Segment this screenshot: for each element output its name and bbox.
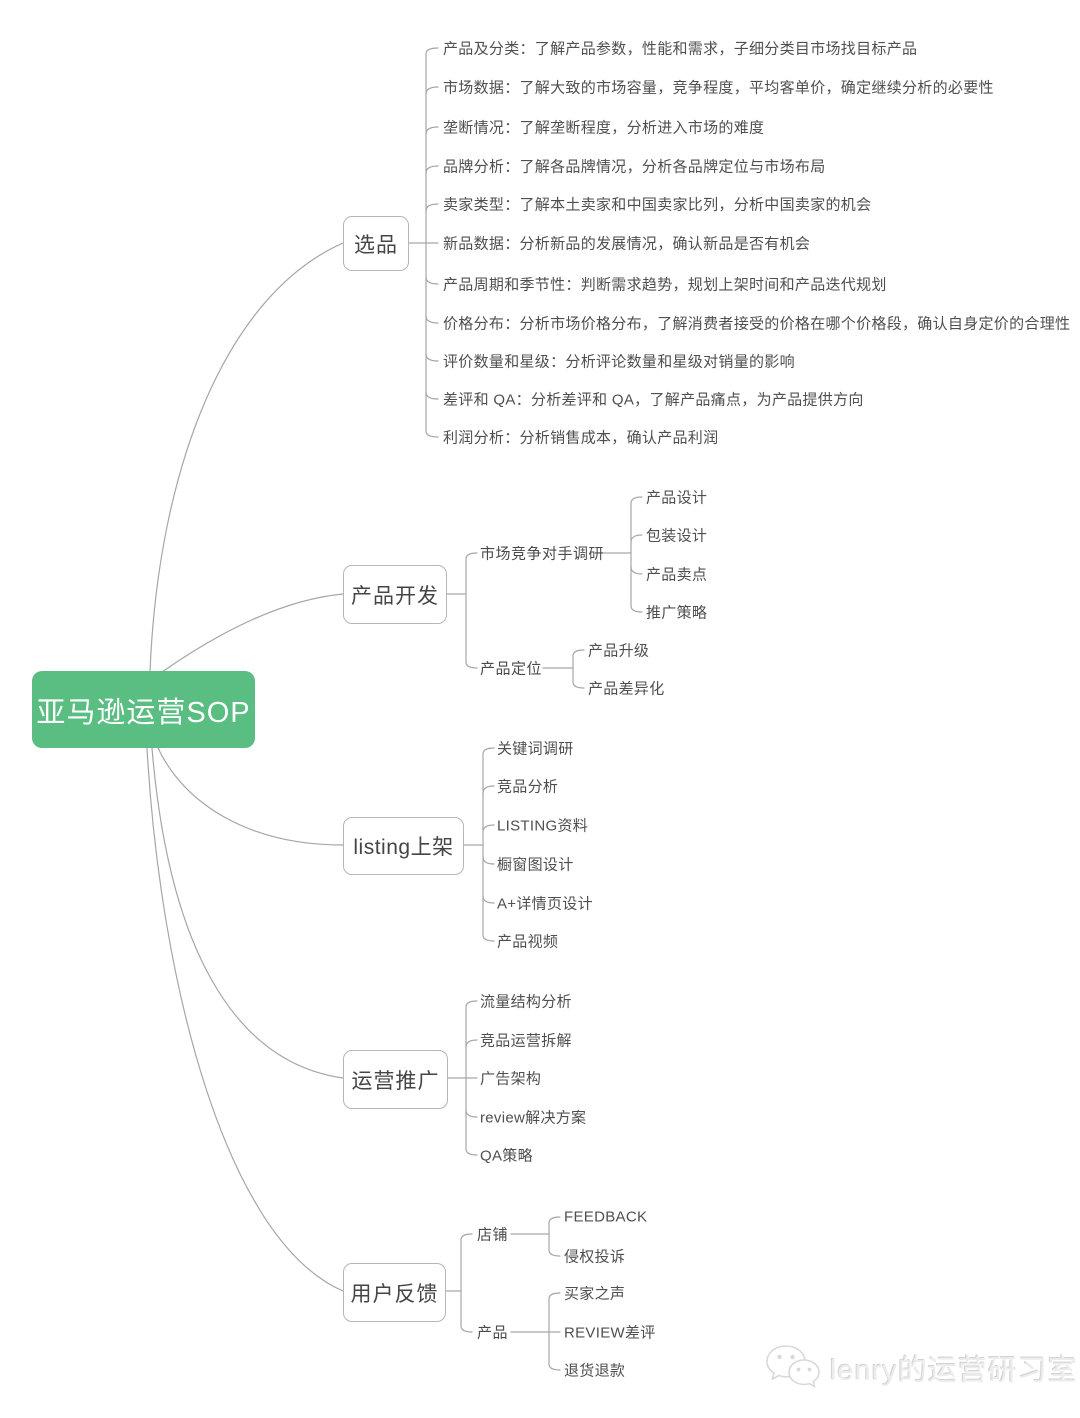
leaf-topic[interactable]: 流量结构分析 (480, 993, 572, 1011)
sub-topic-chanpin[interactable]: 产品 (477, 1324, 509, 1342)
watermark-text: lenry的运营研习室 (830, 1355, 1078, 1387)
leaf-topic[interactable]: 产品升级 (588, 642, 650, 660)
connector-root-to-yonghufankui (146, 747, 344, 1292)
leaf-topic[interactable]: 产品差异化 (588, 680, 665, 698)
leaf-topic[interactable]: 推广策略 (646, 604, 708, 622)
leaf-topic[interactable]: 产品及分类：了解产品参数，性能和需求，子细分类目市场找目标产品 (443, 40, 918, 58)
connector-root-to-xuanpin (149, 242, 344, 673)
branch-topic-xuanpin[interactable]: 选品 (343, 216, 409, 271)
connector-chanpin-spine (548, 1292, 561, 1371)
connector-listing-hook (482, 824, 495, 833)
connector-xuanpin-hook (425, 391, 439, 400)
connector-listing-hook (482, 856, 495, 865)
leaf-topic[interactable]: 包装设计 (646, 527, 708, 545)
connector-yunying-spine (465, 1000, 478, 1156)
leaf-topic[interactable]: 产品周期和季节性：判断需求趋势，规划上架时间和产品迭代规划 (443, 276, 887, 294)
connector-listing-spine (482, 747, 495, 942)
branch-topic-chanpinkaifa[interactable]: 产品开发 (343, 565, 447, 624)
connector-shichang-hook (630, 534, 643, 543)
connector-root-to-listing (157, 747, 344, 846)
leaf-topic[interactable]: 关键词调研 (497, 740, 574, 758)
root-topic[interactable]: 亚马逊运营SOP (32, 671, 255, 748)
connector-listing-hook (482, 785, 495, 794)
connector-xuanpin-hook (425, 353, 439, 362)
connector-xuanpin-hook (425, 126, 439, 135)
connector-root-to-chanpinkaifa (161, 593, 344, 673)
leaf-topic[interactable]: 产品卖点 (646, 566, 708, 584)
leaf-topic[interactable]: 广告架构 (480, 1070, 542, 1088)
connector-root-to-yunying (151, 747, 344, 1079)
leaf-topic[interactable]: FEEDBACK (564, 1208, 648, 1226)
leaf-topic[interactable]: 退货退款 (564, 1362, 626, 1380)
connector-yonghufankui-spine (460, 1233, 473, 1333)
leaf-topic[interactable]: 差评和 QA：分析差评和 QA，了解产品痛点，为产品提供方向 (443, 391, 864, 409)
connector-xuanpin-hook (425, 86, 439, 95)
branch-topic-yunying[interactable]: 运营推广 (343, 1050, 448, 1109)
sub-topic-dianpu[interactable]: 店铺 (477, 1226, 509, 1244)
leaf-topic[interactable]: 产品设计 (646, 489, 708, 507)
leaf-topic[interactable]: 价格分布：分析市场价格分布，了解消费者接受的价格在哪个价格段，确认自身定价的合理… (443, 315, 1071, 333)
leaf-topic[interactable]: 竞品分析 (497, 778, 559, 796)
leaf-topic[interactable]: 品牌分析：了解各品牌情况，分析各品牌定位与市场布局 (443, 158, 826, 176)
wechat-icon (766, 1345, 820, 1388)
leaf-topic[interactable]: 垄断情况：了解垄断程度，分析进入市场的难度 (443, 119, 765, 137)
connector-yunying-hook (465, 1039, 478, 1048)
leaf-topic[interactable]: 买家之声 (564, 1285, 626, 1303)
connector-xuanpin-hook (425, 315, 439, 324)
watermark: lenry的运营研习室 (762, 1342, 1078, 1394)
connector-dianpu-spine (548, 1216, 561, 1257)
connector-xuanpin-hook (425, 276, 439, 285)
sub-topic-shichang[interactable]: 市场竞争对手调研 (480, 545, 605, 563)
leaf-topic[interactable]: LISTING资料 (497, 817, 589, 835)
connector-xuanpin-hook (425, 165, 439, 174)
leaf-topic[interactable]: 评价数量和星级：分析评论数量和星级对销量的影响 (443, 353, 795, 371)
branch-topic-listing[interactable]: listing上架 (343, 817, 464, 875)
sub-topic-dingwei[interactable]: 产品定位 (480, 660, 543, 678)
leaf-topic[interactable]: REVIEW差评 (564, 1324, 656, 1342)
connector-yunying-hook (465, 1109, 478, 1118)
leaf-topic[interactable]: review解决方案 (480, 1109, 587, 1127)
connector-chanpinkaifa-spine (465, 552, 478, 669)
leaf-topic[interactable]: 橱窗图设计 (497, 856, 574, 874)
leaf-topic[interactable]: A+详情页设计 (497, 895, 593, 913)
leaf-topic[interactable]: 市场数据：了解大致的市场容量，竞争程度，平均客单价，确定继续分析的必要性 (443, 79, 994, 97)
connector-shichang-hook (630, 566, 643, 575)
connector-listing-hook (482, 895, 495, 904)
leaf-topic[interactable]: 新品数据：分析新品的发展情况，确认新品是否有机会 (443, 235, 811, 253)
connector-dingwei-spine (572, 649, 585, 689)
connector-shichang-spine (630, 496, 643, 613)
leaf-topic[interactable]: 侵权投诉 (564, 1248, 626, 1266)
leaf-topic[interactable]: QA策略 (480, 1147, 533, 1165)
leaf-topic[interactable]: 产品视频 (497, 933, 559, 951)
leaf-topic[interactable]: 利润分析：分析销售成本，确认产品利润 (443, 429, 719, 447)
connector-xuanpin-hook (425, 203, 439, 212)
branch-topic-yonghufankui[interactable]: 用户反馈 (343, 1263, 446, 1322)
leaf-topic[interactable]: 卖家类型：了解本土卖家和中国卖家比列，分析中国卖家的机会 (443, 196, 872, 214)
leaf-topic[interactable]: 竞品运营拆解 (480, 1032, 572, 1050)
connector-xuanpin-spine (425, 47, 439, 438)
